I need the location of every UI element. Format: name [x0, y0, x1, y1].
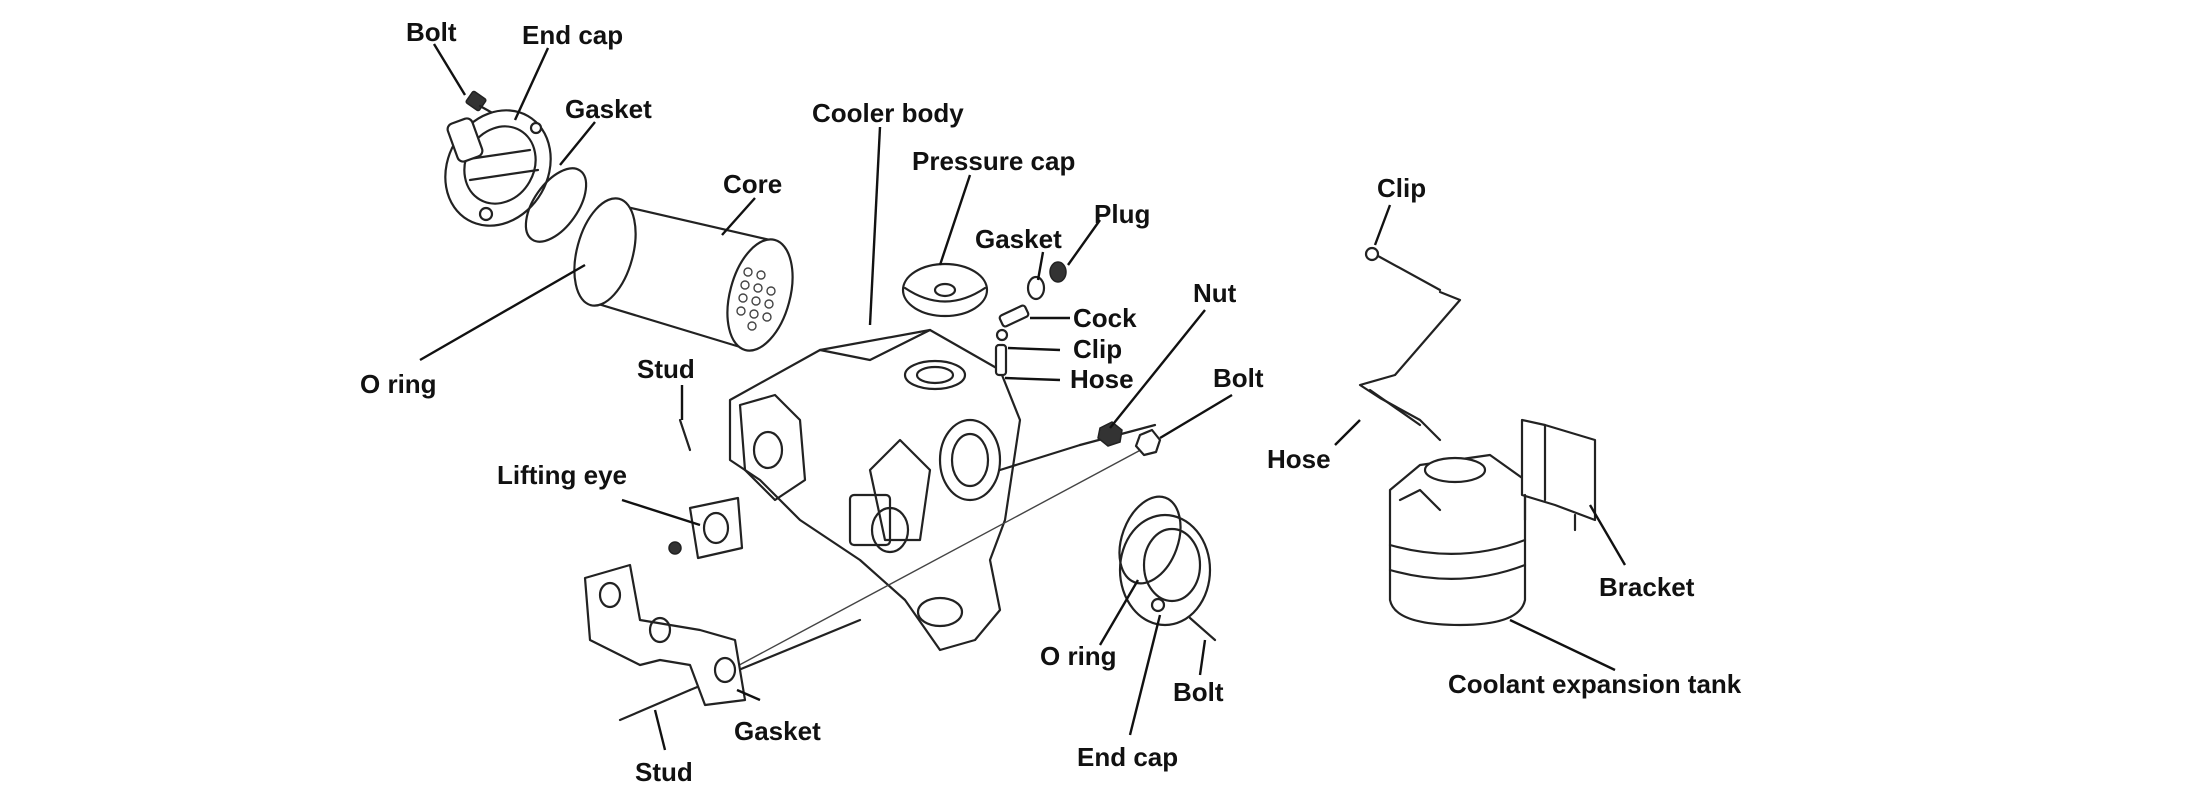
- core-part: [573, 197, 794, 352]
- cock-assembly-part: [994, 304, 1030, 377]
- o-ring-bottom-part: [1118, 495, 1182, 585]
- end-cap-top-part: [444, 109, 552, 227]
- label-bolt-bottom: Bolt: [1173, 677, 1224, 707]
- leader-lines: [419, 43, 1627, 751]
- label-gasket-bottom: Gasket: [734, 716, 821, 746]
- label-coolant-tank: Coolant expansion tank: [1448, 669, 1742, 699]
- label-plug: Plug: [1094, 199, 1150, 229]
- label-clip-cock: Clip: [1073, 334, 1122, 364]
- plug-part: [1049, 261, 1067, 283]
- label-stud-bottom: Stud: [635, 757, 693, 787]
- pressure-cap-part: [901, 262, 989, 318]
- label-end-cap-bottom: End cap: [1077, 742, 1178, 772]
- label-stud-upper: Stud: [637, 354, 695, 384]
- stud-rod-lower: [618, 688, 692, 722]
- bolt-bottom-part: [1188, 616, 1217, 642]
- label-bolt-top: Bolt: [406, 17, 457, 47]
- axis-line: [729, 444, 1151, 671]
- label-nut: Nut: [1193, 278, 1237, 308]
- label-clip-tank: Clip: [1377, 173, 1426, 203]
- label-bracket: Bracket: [1599, 572, 1695, 602]
- bracket-part: [1520, 418, 1597, 532]
- label-bolt-right: Bolt: [1213, 363, 1264, 393]
- lifting-eye-part: [668, 496, 744, 560]
- coolant-tank-part: [1388, 453, 1527, 627]
- label-gasket-cap: Gasket: [975, 224, 1062, 254]
- label-o-ring-bottom: O ring: [1040, 641, 1117, 671]
- label-cock: Cock: [1073, 303, 1137, 333]
- hose-tank-part: [1358, 290, 1462, 442]
- label-cooler-body: Cooler body: [812, 98, 964, 128]
- label-hose-tank: Hose: [1267, 444, 1331, 474]
- gasket-top-ring: [524, 167, 588, 243]
- gasket-cap-ring: [1026, 275, 1046, 301]
- bolt-right-part: [1134, 428, 1162, 457]
- label-end-cap-top: End cap: [522, 20, 623, 50]
- stud-rod-upper-2: [998, 443, 1082, 472]
- clip-tank-part: [1364, 246, 1442, 292]
- label-o-ring-left: O ring: [360, 369, 437, 399]
- label-pressure-cap: Pressure cap: [912, 146, 1075, 176]
- label-lifting-eye: Lifting eye: [497, 460, 627, 490]
- label-core: Core: [723, 169, 782, 199]
- stud-upper-part: [678, 418, 692, 452]
- gasket-bottom-part: [583, 563, 747, 707]
- label-gasket-top: Gasket: [565, 94, 652, 124]
- cooler-body-part: [728, 328, 1022, 652]
- label-hose-cock: Hose: [1070, 364, 1134, 394]
- nut-part: [1097, 421, 1123, 447]
